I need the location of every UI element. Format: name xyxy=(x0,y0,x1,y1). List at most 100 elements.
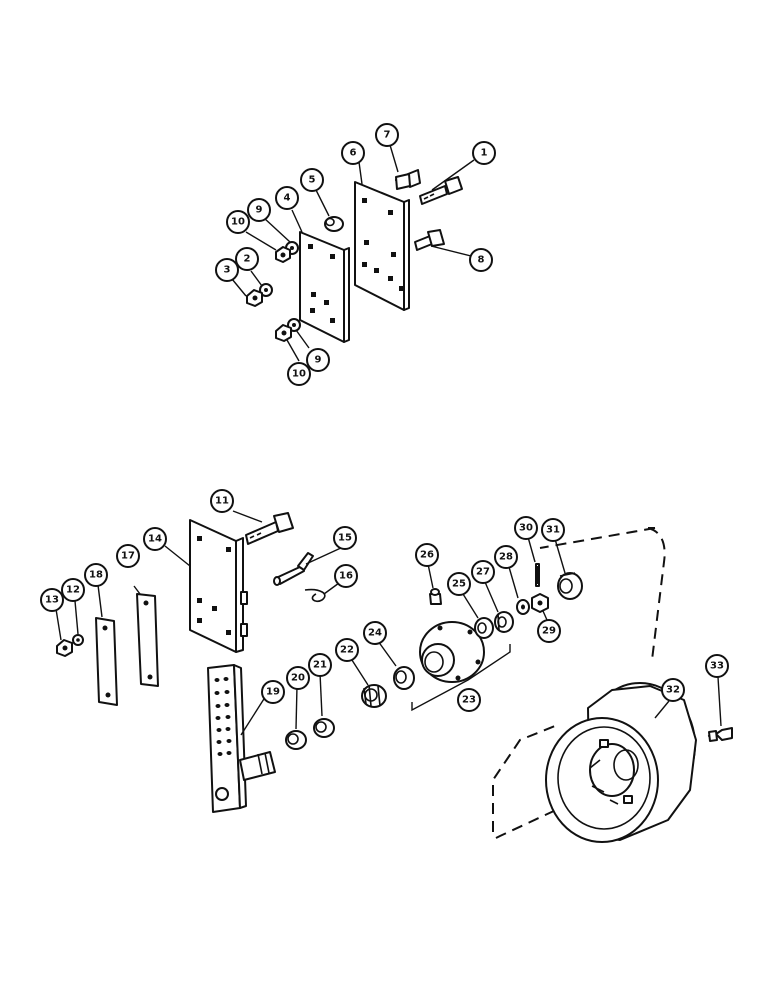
wheel-bolt xyxy=(707,727,733,742)
callout-5: 5 xyxy=(300,168,324,192)
castle-nut xyxy=(531,593,549,613)
callout-label: 7 xyxy=(384,130,391,141)
callout-12: 12 xyxy=(61,578,85,602)
callout-9-upper: 9 xyxy=(247,198,271,222)
spindle-washer xyxy=(516,599,530,615)
callout-label: 6 xyxy=(350,148,357,159)
grease-fitting xyxy=(429,588,442,605)
upper-assembly xyxy=(246,169,463,343)
callout-29: 29 xyxy=(537,619,561,643)
callout-3: 3 xyxy=(215,258,239,282)
callout-label: 18 xyxy=(89,570,103,581)
callout-33: 33 xyxy=(705,654,729,678)
callout-label: 33 xyxy=(710,661,724,672)
hex-nut-13 xyxy=(56,639,73,657)
cotter-pin xyxy=(535,563,540,587)
spindle-arm xyxy=(207,664,276,813)
callout-label: 25 xyxy=(452,579,466,590)
callout-31: 31 xyxy=(541,518,565,542)
callout-label: 21 xyxy=(313,660,327,671)
callout-1: 1 xyxy=(472,141,496,165)
callout-16: 16 xyxy=(334,564,358,588)
callout-label: 8 xyxy=(478,255,485,266)
callout-26: 26 xyxy=(415,543,439,567)
link-bar-18 xyxy=(95,617,118,706)
callout-7: 7 xyxy=(375,123,399,147)
callout-19: 19 xyxy=(261,680,285,704)
callout-label: 20 xyxy=(291,673,305,684)
callout-label: 26 xyxy=(420,550,434,561)
callout-27: 27 xyxy=(471,560,495,584)
callout-label: 15 xyxy=(338,533,352,544)
bolt-1 xyxy=(419,176,463,205)
callout-32: 32 xyxy=(661,678,685,702)
hair-pin-clip xyxy=(304,588,326,603)
callout-label: 14 xyxy=(148,534,162,545)
callout-21: 21 xyxy=(308,653,332,677)
bolt-8 xyxy=(414,229,445,251)
callout-label: 10 xyxy=(231,217,245,228)
bracket-plate xyxy=(189,519,248,653)
callout-18: 18 xyxy=(84,563,108,587)
roller-bearing-inner xyxy=(361,684,387,708)
callout-14: 14 xyxy=(143,527,167,551)
callout-30: 30 xyxy=(514,516,538,540)
bent-pin xyxy=(273,552,314,586)
hub-group-bracket xyxy=(411,644,511,712)
callout-label: 23 xyxy=(462,695,476,706)
callout-8: 8 xyxy=(469,248,493,272)
callout-10-upper: 10 xyxy=(226,210,250,234)
bearing-cup-inner xyxy=(313,718,335,738)
callout-4: 4 xyxy=(275,186,299,210)
bearing-cup-25 xyxy=(474,617,494,639)
wheel-rim xyxy=(545,682,697,843)
mounting-plate-large xyxy=(354,181,410,311)
callout-label: 9 xyxy=(315,355,322,366)
callout-20: 20 xyxy=(286,666,310,690)
wheel-hub xyxy=(419,621,485,683)
bolt-11 xyxy=(245,512,294,545)
callout-2: 2 xyxy=(235,247,259,271)
callout-label: 28 xyxy=(499,552,513,563)
leader-lines xyxy=(55,144,722,736)
bearing-cup-outer xyxy=(393,666,415,690)
callout-label: 32 xyxy=(666,685,680,696)
callout-label: 27 xyxy=(476,567,490,578)
wheel-connection-outline xyxy=(492,527,666,839)
callout-10-lower: 10 xyxy=(287,362,311,386)
link-bar-17 xyxy=(136,593,159,687)
lock-washer-12 xyxy=(72,634,84,646)
callout-label: 5 xyxy=(309,175,316,186)
callout-label: 4 xyxy=(284,193,291,204)
callout-label: 9 xyxy=(256,205,263,216)
hex-nut-lower xyxy=(275,324,292,342)
callout-17: 17 xyxy=(116,544,140,568)
callout-label: 11 xyxy=(215,496,229,507)
callout-label: 19 xyxy=(266,687,280,698)
callout-22: 22 xyxy=(335,638,359,662)
callout-28: 28 xyxy=(494,545,518,569)
callout-13: 13 xyxy=(40,588,64,612)
callout-9-lower: 9 xyxy=(306,348,330,372)
callout-label: 29 xyxy=(542,626,556,637)
hex-nut-3 xyxy=(246,289,263,307)
roller-bearing-outer xyxy=(494,611,514,633)
callout-25: 25 xyxy=(447,572,471,596)
callout-6: 6 xyxy=(341,141,365,165)
callout-label: 30 xyxy=(519,523,533,534)
hex-nut-upper xyxy=(275,246,291,263)
dust-cap xyxy=(557,572,583,600)
callout-label: 3 xyxy=(224,265,231,276)
callout-label: 24 xyxy=(368,628,382,639)
bolt-7 xyxy=(395,169,421,190)
callout-label: 13 xyxy=(45,595,59,606)
grease-seal xyxy=(285,730,307,750)
callout-label: 1 xyxy=(481,148,488,159)
callout-23: 23 xyxy=(457,688,481,712)
callout-label: 10 xyxy=(292,369,306,380)
callout-11: 11 xyxy=(210,489,234,513)
mounting-plate-small xyxy=(299,231,350,343)
callout-15: 15 xyxy=(333,526,357,550)
lower-assembly xyxy=(56,512,733,843)
